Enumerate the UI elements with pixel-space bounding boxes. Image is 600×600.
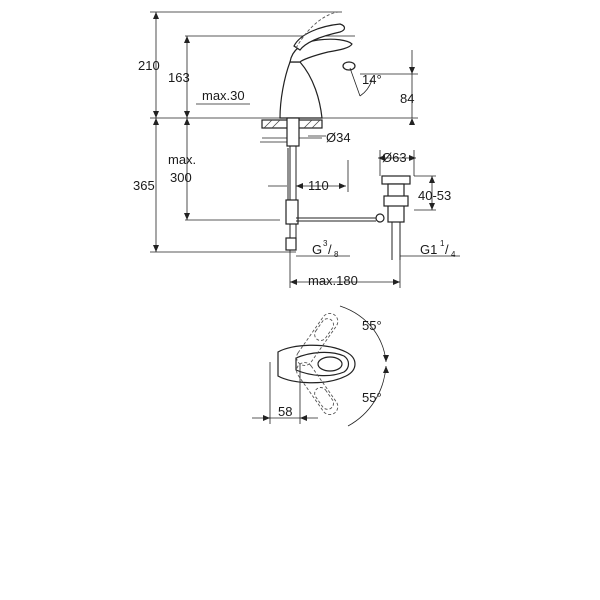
dim-300-label: 300 bbox=[170, 170, 192, 185]
dim-180-label: max.180 bbox=[308, 273, 358, 288]
dim-g38-slash: / bbox=[328, 242, 332, 257]
dim-o63-label: Ø63 bbox=[382, 150, 407, 165]
faucet-base bbox=[279, 61, 323, 119]
angle-55-top-label: 55° bbox=[362, 318, 382, 333]
thread-g114: G1 1 / 4 bbox=[400, 239, 460, 259]
dim-210-label: 210 bbox=[138, 58, 160, 73]
dim-110-label: 110 bbox=[308, 178, 329, 193]
supply-connector bbox=[285, 199, 299, 225]
waste-flange bbox=[381, 175, 411, 185]
dim-g114-num: 1 bbox=[440, 239, 445, 248]
dim-163-label: 163 bbox=[168, 70, 190, 85]
dim-g38-label: G bbox=[312, 242, 322, 257]
dim-g114-slash: / bbox=[445, 242, 449, 257]
spout-aerator bbox=[342, 61, 356, 71]
dim-40-53-label: 40-53 bbox=[418, 188, 451, 203]
faucet-body bbox=[279, 11, 356, 119]
angle-55-bottom-label: 55° bbox=[362, 390, 382, 405]
dim-58-label: 58 bbox=[278, 404, 292, 419]
dim-o34-label: Ø34 bbox=[326, 130, 351, 145]
dim-40-53-arrows bbox=[429, 176, 435, 210]
dim-max-label: max. bbox=[168, 152, 196, 167]
thread-g38: G 3 / 8 bbox=[296, 239, 350, 259]
shank-nut bbox=[286, 117, 300, 147]
supply-fitting bbox=[285, 237, 297, 251]
pop-up-waste bbox=[296, 175, 411, 260]
top-lever-grip bbox=[317, 356, 343, 372]
arc-55-bottom bbox=[347, 365, 387, 427]
top-view: 55° 55° 58 bbox=[252, 305, 389, 427]
arc-arrows bbox=[383, 355, 389, 373]
angle-14: 14° bbox=[349, 67, 382, 97]
side-view: 210 163 max.30 365 max. 300 bbox=[133, 11, 460, 288]
dim-g38-num: 3 bbox=[323, 239, 328, 248]
dim-g114-den: 4 bbox=[451, 250, 456, 259]
mounting-shank bbox=[260, 117, 300, 251]
dim-g114-label: G1 bbox=[420, 242, 437, 257]
faucet-lever bbox=[293, 23, 346, 51]
dim-max30-label: max.30 bbox=[202, 88, 245, 103]
dim-84-label: 84 bbox=[400, 91, 414, 106]
lever-swing-ghost bbox=[295, 11, 339, 49]
angle-14-label: 14° bbox=[362, 72, 382, 87]
waste-nut bbox=[383, 195, 409, 207]
dim-365-label: 365 bbox=[133, 178, 155, 193]
waste-linkage bbox=[375, 213, 385, 223]
dim-g38-den: 8 bbox=[334, 250, 339, 259]
